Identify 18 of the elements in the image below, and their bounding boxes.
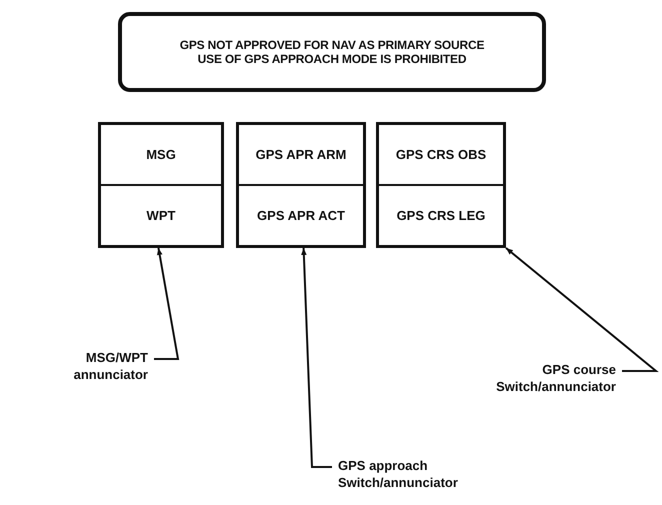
annunciator-panel: [376, 122, 506, 248]
annunciator-label: MSG: [146, 146, 176, 162]
annunciator-label: GPS CRS LEG: [396, 208, 486, 224]
callout-label: GPS approach Switch/annunciator: [338, 458, 459, 492]
leader-line: [154, 248, 180, 360]
warning-placard: [118, 12, 546, 92]
annunciator-panel: [236, 122, 366, 248]
callout-label: GPS course Switch/annunciator: [495, 362, 616, 396]
placard-text: GPS NOT APPROVED FOR NAV AS PRIMARY SOURCE: [180, 38, 484, 52]
annunciator-label: GPS CRS OBS: [396, 146, 486, 162]
annunciator-label: WPT: [146, 208, 176, 224]
annunciator-panel: [98, 122, 224, 248]
placard-text: USE OF GPS APPROACH MODE IS PROHIBITED: [198, 52, 466, 66]
callout-label: MSG/WPT annunciator: [72, 350, 148, 384]
leader-line: [505, 247, 659, 372]
annunciator-label: GPS APR ARM: [256, 146, 346, 162]
annunciator-label: GPS APR ACT: [257, 208, 345, 224]
leader-line: [301, 248, 332, 468]
